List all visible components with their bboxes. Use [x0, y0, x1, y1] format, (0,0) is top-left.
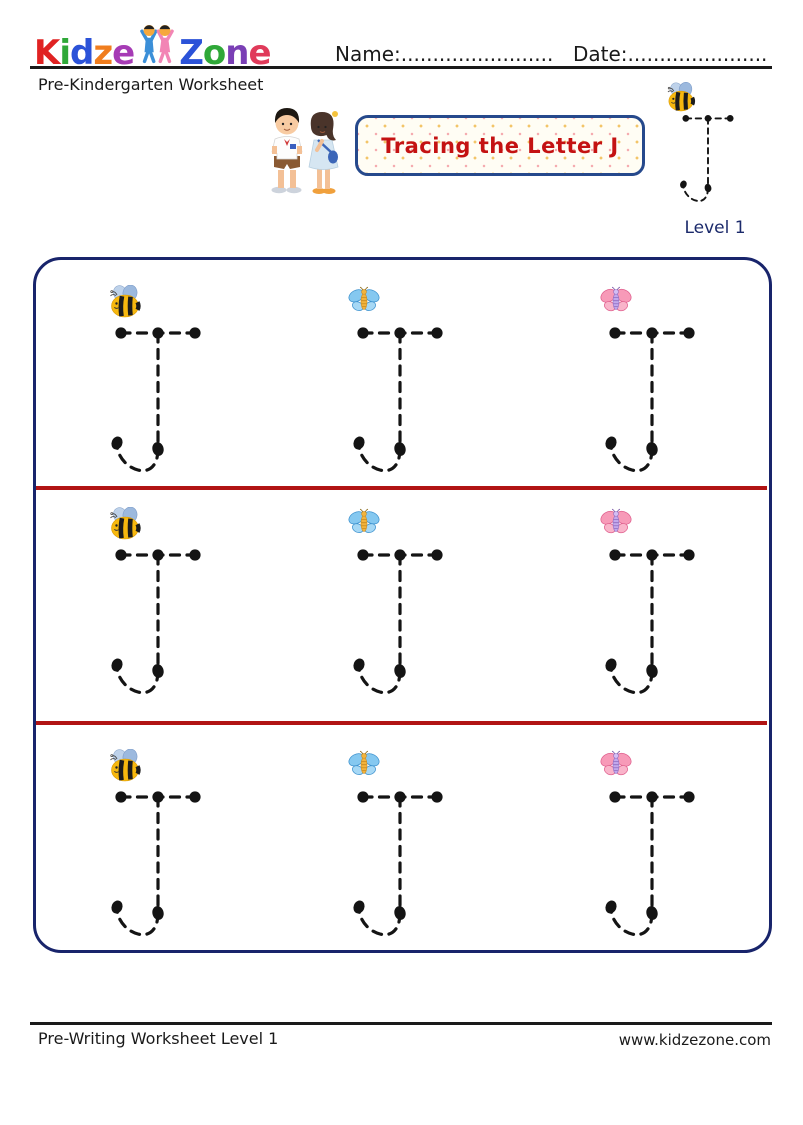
- title-box: Tracing the Letter J: [355, 115, 645, 176]
- letter-j-trace-cell: [103, 783, 213, 947]
- logo-letter: e: [112, 33, 135, 73]
- kids-illustration: [262, 100, 352, 199]
- blue-butterfly-icon: [347, 507, 381, 542]
- brand-logo: Kidze Zone: [34, 22, 272, 73]
- letter-j-trace-cell: [345, 319, 455, 483]
- letter-j-trace: [353, 791, 443, 937]
- date-field-label: Date:......................: [573, 42, 768, 66]
- pink-butterfly-icon: [599, 749, 633, 784]
- logo-letter: z: [93, 33, 113, 73]
- letter-j-trace: [353, 549, 443, 695]
- trace-cell-r1c3: [597, 285, 707, 481]
- letter-j-trace: [111, 791, 201, 937]
- logo-part2: Zone: [179, 33, 271, 73]
- pink-butterfly-icon: [599, 507, 633, 542]
- footer-website: www.kidzezone.com: [618, 1031, 771, 1049]
- worksheet-frame: [33, 257, 772, 953]
- bee-icon: [105, 506, 145, 545]
- trace-cell-r3c3: [597, 749, 707, 945]
- trace-cell-r2c2: [345, 507, 455, 703]
- trace-cell-r2c1: [103, 506, 213, 705]
- letter-j-trace-cell: [345, 783, 455, 947]
- letter-j-trace: [353, 327, 443, 473]
- letter-j-trace-cell: [103, 319, 213, 483]
- letter-j-trace: [111, 327, 201, 473]
- trace-cell-r1c1: [103, 284, 213, 483]
- trace-cell-r3c1: [103, 748, 213, 947]
- letter-j-trace-cell: [597, 319, 707, 483]
- page-title: Tracing the Letter J: [381, 133, 619, 158]
- blue-butterfly-icon: [347, 749, 381, 784]
- letter-j-trace-cell: [345, 541, 455, 705]
- footer-divider: [30, 1022, 772, 1025]
- letter-j-trace: [605, 327, 695, 473]
- logo-letter: n: [225, 33, 249, 73]
- row-divider-2: [36, 721, 767, 725]
- letter-j-trace-cell: [597, 783, 707, 947]
- worksheet-subtitle: Pre-Kindergarten Worksheet: [38, 75, 264, 94]
- trace-cell-r2c3: [597, 507, 707, 703]
- row-divider-1: [36, 486, 767, 490]
- letter-j-trace-cell: [597, 541, 707, 705]
- pink-butterfly-icon: [599, 285, 633, 320]
- logo-letter: i: [59, 33, 71, 73]
- logo-letter: K: [34, 33, 60, 73]
- trace-cell-r3c2: [345, 749, 455, 945]
- letter-j-trace-cell: [103, 541, 213, 705]
- letter-j-trace: [605, 549, 695, 695]
- bee-icon: [105, 748, 145, 787]
- logo-part1: Kidze: [34, 33, 135, 73]
- logo-letter: o: [202, 33, 226, 73]
- blue-butterfly-icon: [347, 285, 381, 320]
- logo-letter: d: [70, 33, 94, 73]
- logo-kids-icon: [136, 22, 178, 70]
- example-letter-block: Level 1: [655, 80, 775, 245]
- letter-j-trace: [605, 791, 695, 937]
- level-badge: Level 1: [684, 218, 746, 238]
- header-divider: [30, 66, 772, 69]
- bee-icon: [663, 81, 699, 117]
- name-field-label: Name:........................: [335, 42, 554, 66]
- logo-kids-glyph: [140, 25, 175, 64]
- trace-cell-r1c2: [345, 285, 455, 481]
- bee-icon: [105, 284, 145, 323]
- letter-j-trace-example: [675, 110, 741, 210]
- footer-worksheet-label: Pre-Writing Worksheet Level 1: [38, 1029, 279, 1048]
- logo-letter: e: [248, 33, 271, 73]
- letter-j-trace: [111, 549, 201, 695]
- letter-j-trace: [680, 115, 734, 202]
- logo-letter: Z: [179, 33, 204, 73]
